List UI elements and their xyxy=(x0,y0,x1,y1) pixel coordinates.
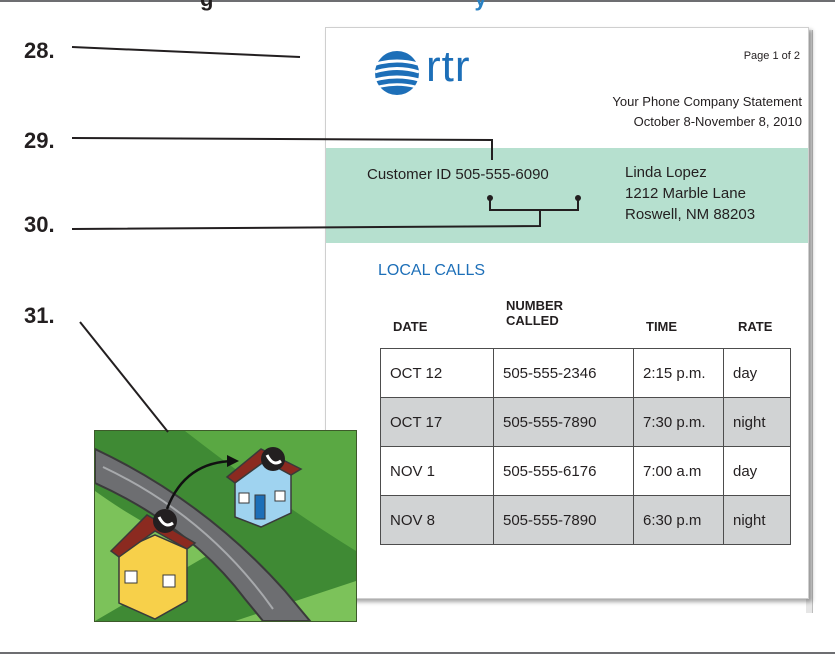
callout-31: 31. xyxy=(24,303,55,328)
col-header-rate: RATE xyxy=(738,319,773,334)
call-arrow-icon xyxy=(165,459,236,510)
cell-number: 505-555-6176 xyxy=(493,446,634,496)
col-header-number-line1: NUMBER xyxy=(506,298,564,313)
statement-period: October 8-November 8, 2010 xyxy=(633,114,802,129)
frame-bottom-rule xyxy=(0,652,835,658)
cell-number: 505-555-7890 xyxy=(493,495,634,545)
cell-time: 7:00 a.m xyxy=(633,446,724,496)
table-row: OCT 12 505-555-2346 2:15 p.m. day xyxy=(380,348,791,398)
page-number: Page 1 of 2 xyxy=(743,50,800,62)
cell-date: NOV 1 xyxy=(380,446,494,496)
callout-28: 28. xyxy=(24,38,55,63)
cell-number: 505-555-2346 xyxy=(493,348,634,398)
globe-logo-icon xyxy=(374,51,420,95)
cell-rate: day xyxy=(723,446,791,496)
statement-heading: Your Phone Company Statement October 8-N… xyxy=(612,92,802,132)
cell-number: 505-555-7890 xyxy=(493,397,634,447)
address-street: 1212 Marble Lane xyxy=(625,185,746,202)
houses-scene xyxy=(95,431,356,621)
col-header-time: TIME xyxy=(646,319,678,334)
cell-date: NOV 8 xyxy=(380,495,494,545)
col-header-number-line2: CALLED xyxy=(506,313,559,328)
table-row: OCT 17 505-555-7890 7:30 p.m. night xyxy=(380,397,791,447)
cell-time: 7:30 p.m. xyxy=(633,397,724,447)
local-calls-title: LOCAL CALLS xyxy=(378,262,486,279)
callout-30: 30. xyxy=(24,212,55,237)
cropped-heading-accent: y xyxy=(474,0,487,11)
cropped-heading-text: g xyxy=(200,0,214,11)
phone-icon xyxy=(153,509,177,533)
statement-title: Your Phone Company Statement xyxy=(612,94,802,109)
col-header-date: DATE xyxy=(393,319,428,334)
address-city: Roswell, NM 88203 xyxy=(625,206,756,223)
brand-name: rtr xyxy=(426,42,471,91)
local-call-illustration xyxy=(94,430,357,622)
frame-top-rule xyxy=(0,0,835,2)
leader-line-31 xyxy=(79,321,169,433)
cell-time: 6:30 p.m xyxy=(633,495,724,545)
house-icon xyxy=(225,448,303,528)
cell-rate: night xyxy=(723,397,791,447)
customer-id: Customer ID 505-555-6090 xyxy=(367,166,549,183)
col-header-number: NUMBER CALLED xyxy=(506,298,563,328)
callout-29: 29. xyxy=(24,128,55,153)
customer-id-label: Customer ID xyxy=(367,166,452,183)
cropped-heading: gy xyxy=(200,0,488,12)
table-row: NOV 1 505-555-6176 7:00 a.m day xyxy=(380,446,791,496)
cell-rate: night xyxy=(723,495,791,545)
page-stack-edge xyxy=(806,30,813,613)
cell-date: OCT 17 xyxy=(380,397,494,447)
house-icon xyxy=(109,514,197,620)
cell-time: 2:15 p.m. xyxy=(633,348,724,398)
phone-icon xyxy=(261,447,285,471)
customer-address: Linda Lopez 1212 Marble Lane Roswell, NM… xyxy=(625,162,755,225)
customer-id-value: 505-555-6090 xyxy=(455,166,549,183)
table-row: NOV 8 505-555-7890 6:30 p.m night xyxy=(380,495,791,545)
local-calls-table: OCT 12 505-555-2346 2:15 p.m. day OCT 17… xyxy=(380,348,791,545)
cell-date: OCT 12 xyxy=(380,348,494,398)
cell-rate: day xyxy=(723,348,791,398)
leader-line-28 xyxy=(71,46,301,58)
customer-name: Linda Lopez xyxy=(625,164,707,181)
